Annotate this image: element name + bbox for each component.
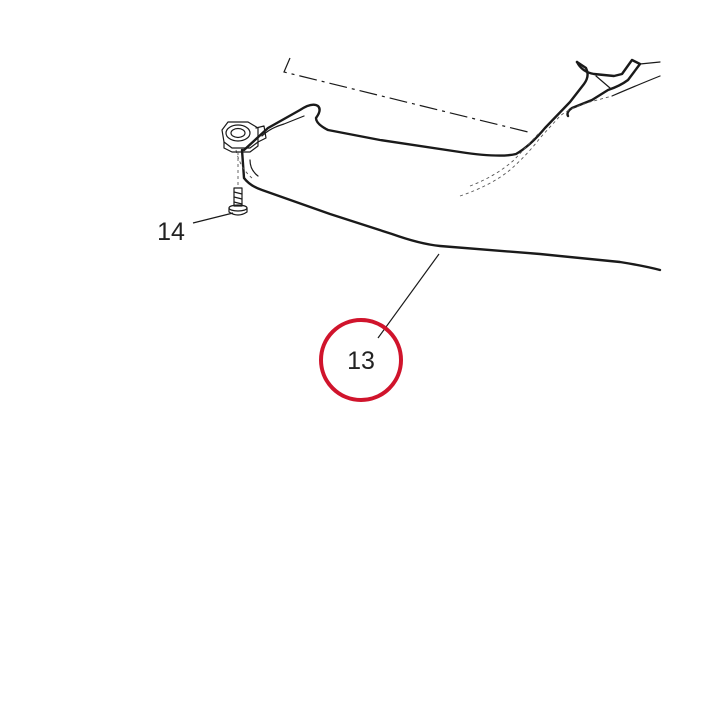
screw (228, 152, 248, 216)
panel-inner-curve (249, 159, 259, 177)
panel-right-bracket (566, 58, 642, 118)
panel-hidden-contour-2 (469, 131, 541, 187)
panel-hidden-contour (459, 95, 613, 197)
fastener-part-14[interactable] (221, 121, 267, 216)
leader-line-14 (192, 212, 234, 224)
callout-14-label: 14 (157, 218, 185, 246)
panel-part-13[interactable] (235, 58, 662, 272)
leader-line-13 (377, 253, 440, 339)
panel-inner-rib (261, 115, 305, 137)
panel-right-flange (595, 61, 661, 97)
callout-13[interactable]: 13 (319, 318, 403, 402)
grommet-clip (221, 121, 267, 153)
callout-13-highlight-ring (319, 318, 403, 402)
callout-13-label: 13 (347, 347, 375, 375)
reference-centerline (283, 57, 529, 133)
panel-upper-edge (242, 60, 589, 157)
callout-14[interactable]: 14 (157, 218, 185, 246)
panel-hidden-contour-3 (235, 149, 253, 179)
panel-lower-edge (240, 148, 662, 272)
